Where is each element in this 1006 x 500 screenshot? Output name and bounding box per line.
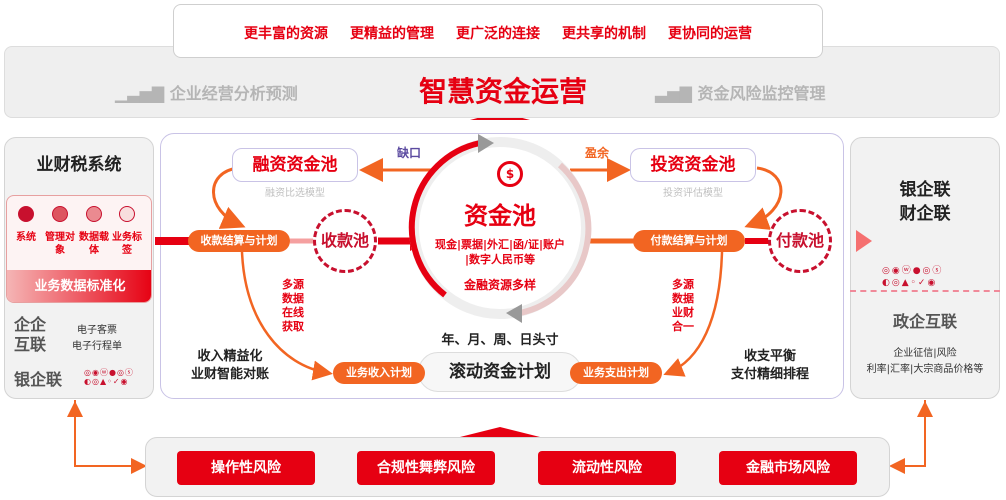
risk-operational: 操作性风险 [177, 451, 315, 485]
fund-pool-logo-icon: $ [497, 161, 523, 187]
goal: 更丰富的资源 [244, 26, 328, 42]
bank-link: 银企联 [14, 370, 63, 389]
fund-pool-items: 现金|票据|外汇|函/证|账户|数字人民币等 [434, 238, 566, 266]
collect-pool: 收款池 [313, 209, 377, 273]
left-panel-title: 业财税系统 [36, 155, 122, 175]
gap-label: 缺口 [397, 146, 422, 160]
main-title: 智慧资金运营 [418, 75, 587, 108]
enterprise-link: 企企互联 [14, 315, 47, 354]
chart-icon: ▁▃▅▇ [115, 84, 170, 103]
label-tag: 业务标签 [112, 232, 142, 256]
divider [850, 290, 1000, 292]
surplus-label: 盈余 [585, 146, 610, 160]
risk-compliance: 合规性舞弊风险 [357, 451, 495, 485]
left-vertical-text: 多源数据在线获取 [282, 278, 304, 333]
left-note: 收入精益化业财智能对账 [190, 349, 269, 382]
goals-bar: 更丰富的资源 更精益的管理 更广泛的连接 更共享的机制 更协同的运营 [173, 4, 823, 58]
right-panel-title: 银企联财企联 [899, 180, 951, 224]
right-vertical-text: 多源数据业财合一 [672, 278, 694, 333]
market-info: 企业征信|风险利率|汇率|大宗商品价格等 [866, 348, 984, 375]
fund-pool-title: 资金池 [464, 202, 536, 230]
risk-market: 金融市场风险 [719, 451, 857, 485]
collect-settle-pill: 收款结算与计划 [188, 230, 290, 252]
right-note: 收支平衡支付精细排程 [730, 349, 809, 382]
label-system: 系统 [16, 232, 36, 243]
fund-pool-tagline: 金融资源多样 [463, 278, 536, 292]
analysis-forecast: ▁▃▅▇ 企业经营分析预测 [115, 84, 298, 103]
positions-label: 年、月、周、日头寸 [441, 333, 559, 348]
rolling-plan: 滚动资金计划 [418, 352, 582, 392]
investment-pool: 投资资金池 [630, 148, 756, 182]
title-band [4, 46, 1000, 118]
bank-logos-icon: ◎◉ⓦ●◎ⓢ◐◎▲◦✓◉ [882, 266, 944, 288]
pay-settle-pill: 付款结算与计划 [633, 230, 745, 252]
risk-liquidity: 流动性风险 [538, 451, 676, 485]
bank-logos-icon: ◎◉ⓦ●◎ⓢ◐◎▲◦✓◉ [84, 368, 134, 386]
chart-icon: ▃▅▇ [655, 84, 698, 103]
goal: 更协同的运营 [668, 26, 752, 42]
goal: 更共享的机制 [562, 26, 646, 42]
pay-pool: 付款池 [768, 209, 832, 273]
goal: 更精益的管理 [350, 26, 434, 42]
income-plan-pill: 业务收入计划 [333, 362, 425, 384]
risk-monitor: ▃▅▇ 资金风险监控管理 [655, 84, 826, 103]
gov-link: 政企互联 [892, 312, 957, 331]
investment-model: 投资评估模型 [663, 188, 723, 199]
label-object: 管理对象 [45, 232, 75, 256]
label-carrier: 数据载体 [79, 232, 109, 256]
expense-plan-pill: 业务支出计划 [570, 362, 662, 384]
data-standard-box: 系统 管理对象 数据载体 业务标签 业务数据标准化 [6, 195, 152, 303]
goal: 更广泛的连接 [456, 26, 540, 42]
financing-pool: 融资资金池 [232, 148, 358, 182]
standardize-bar: 业务数据标准化 [7, 270, 151, 302]
e-docs: 电子客票电子行程单 [72, 325, 122, 352]
financing-model: 融资比选模型 [265, 188, 325, 199]
right-panel [850, 137, 1000, 399]
